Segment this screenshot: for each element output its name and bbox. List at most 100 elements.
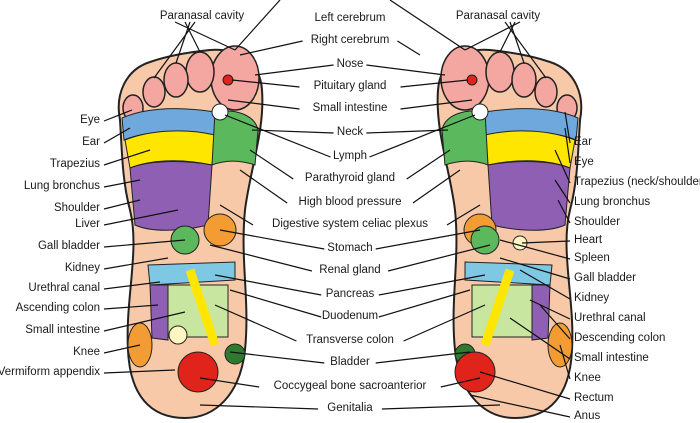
left-label-kidney: Kidney xyxy=(64,262,100,274)
leader-left-lung-bronchus xyxy=(103,179,141,188)
leader-center-left-pancreas xyxy=(214,274,322,296)
right-neck-zone xyxy=(441,110,489,166)
left-ascending-colon-zone xyxy=(149,284,169,341)
leader-center-left-lymph xyxy=(224,114,331,158)
center-label-neck: Neck xyxy=(336,126,364,138)
center-label-duodenum: Duodenum xyxy=(321,310,379,322)
leader-right-spleen xyxy=(499,239,571,260)
center-label-genitalia: Genitalia xyxy=(327,402,373,414)
leader-left-knee xyxy=(103,344,141,354)
leader-right-small-intestine xyxy=(509,317,571,360)
leader-center-right-digestive-system-celiac-plexus xyxy=(446,204,481,226)
leader-center-right-small-intestine xyxy=(400,99,473,110)
right-label-urethral-canal: Urethral canal xyxy=(574,312,646,324)
right-label-shoulder: Shoulder xyxy=(574,216,621,228)
leader-center-left-renal-gland xyxy=(209,244,313,272)
leader-left-gall-bladder xyxy=(103,239,186,248)
leader-left-urethral-canal xyxy=(103,281,161,290)
leader-right-heart xyxy=(521,240,571,244)
leader-center-right-neck xyxy=(366,129,449,134)
leader-top-left xyxy=(234,0,281,51)
leader-right-knee xyxy=(559,344,571,380)
right-label-spleen: Spleen xyxy=(574,252,610,264)
leader-center-left-small-intestine xyxy=(227,99,300,110)
right-label-small-intestine: Small intestine xyxy=(574,352,649,364)
left-label-small-intestine: Small intestine xyxy=(25,324,100,336)
left-label-urethral-canal: Urethral canal xyxy=(28,282,100,294)
leader-paranasal-right-0 xyxy=(464,21,521,51)
leader-center-left-right-cerebrum xyxy=(239,40,303,56)
center-label-left-cerebrum: Left cerebrum xyxy=(314,12,386,24)
leader-center-right-pancreas xyxy=(378,274,486,296)
right-toe-3 xyxy=(511,62,537,98)
center-label-renal-gland: Renal gland xyxy=(319,264,381,276)
right-urethral-stripe xyxy=(480,268,515,347)
leader-right-shoulder xyxy=(557,199,571,224)
right-label-ear: Ear xyxy=(574,136,592,148)
leader-center-right-high-blood-pressure xyxy=(412,169,461,204)
leader-right-ear xyxy=(564,111,571,144)
leader-center-left-stomach xyxy=(219,229,325,250)
left-lung-zone xyxy=(129,161,213,231)
left-label-eye: Eye xyxy=(80,114,100,126)
leader-center-left-neck xyxy=(251,129,334,134)
right-label-heart: Heart xyxy=(574,234,603,246)
leader-left-trapezius xyxy=(103,149,151,166)
left-urethral-stripe xyxy=(185,268,220,347)
left-foot xyxy=(117,45,264,419)
left-label-lung-bronchus: Lung bronchus xyxy=(23,180,100,192)
right-label-trapezius-neck-shoulder: Trapezius (neck/shoulder) xyxy=(574,176,700,188)
leader-right-kidney xyxy=(519,269,571,300)
left-label-gall-bladder: Gall bladder xyxy=(37,240,100,252)
leader-paranasal-left-0 xyxy=(174,21,236,51)
leader-left-ascending-colon xyxy=(103,304,159,310)
leader-paranasal-right-2 xyxy=(509,21,525,64)
leader-center-left-duodenum xyxy=(229,289,322,318)
right-label-gall-bladder: Gall bladder xyxy=(574,272,637,284)
right-heel-red xyxy=(454,351,496,393)
leader-center-right-right-cerebrum xyxy=(397,40,421,56)
leader-center-right-transverse-colon xyxy=(403,304,486,342)
leader-right-rectum xyxy=(479,371,571,400)
leader-center-right-nose xyxy=(366,64,446,76)
leader-center-left-bladder xyxy=(229,351,325,364)
left-knee-dot xyxy=(168,325,188,345)
leader-lines xyxy=(103,0,571,418)
right-toe-4 xyxy=(534,76,558,108)
left-label-liver: Liver xyxy=(75,218,100,230)
center-label-pancreas: Pancreas xyxy=(325,288,375,300)
center-label-bladder: Bladder xyxy=(330,356,370,368)
left-lymph-dot xyxy=(211,103,229,121)
center-label-parathyroid-gland: Parathyroid gland xyxy=(304,172,396,184)
leader-left-ear xyxy=(103,127,131,144)
right-label-kidney: Kidney xyxy=(574,292,610,304)
left-heel-red xyxy=(177,351,219,393)
center-label-small-intestine: Small intestine xyxy=(312,102,388,114)
leader-right-urethral-canal xyxy=(529,299,571,320)
left-toe-2 xyxy=(185,51,215,93)
leader-left-vermiform-appendix xyxy=(103,369,176,374)
leader-left-shoulder xyxy=(103,199,141,210)
center-label-right-cerebrum: Right cerebrum xyxy=(310,34,390,46)
center-label-digestive-system-celiac-plexus: Digestive system celiac plexus xyxy=(272,218,428,230)
right-label-descending-colon: Descending colon xyxy=(574,332,666,344)
left-label-shoulder: Shoulder xyxy=(53,202,100,214)
leader-right-trapezius-neck-shoulder xyxy=(554,149,571,184)
leader-right-eye xyxy=(564,127,571,164)
leader-right-gall-bladder xyxy=(499,257,571,280)
leader-center-left-transverse-colon xyxy=(214,304,297,342)
leader-center-left-pituitary-gland xyxy=(231,79,300,88)
right-label-rectum: Rectum xyxy=(574,392,614,404)
center-label-nose: Nose xyxy=(336,58,364,70)
leader-center-right-renal-gland xyxy=(387,244,491,272)
leader-paranasal-left-1 xyxy=(184,21,201,53)
left-pituitary-dot xyxy=(222,74,234,86)
leader-right-anus xyxy=(469,394,571,418)
leader-center-right-parathyroid-gland xyxy=(406,149,451,180)
left-neck-zone xyxy=(211,110,259,166)
paranasal-label-left: Paranasal cavity xyxy=(159,10,245,22)
leader-center-right-bladder xyxy=(375,351,471,364)
right-toe-2 xyxy=(485,51,515,93)
right-label-lung-bronchus: Lung bronchus xyxy=(574,196,651,208)
